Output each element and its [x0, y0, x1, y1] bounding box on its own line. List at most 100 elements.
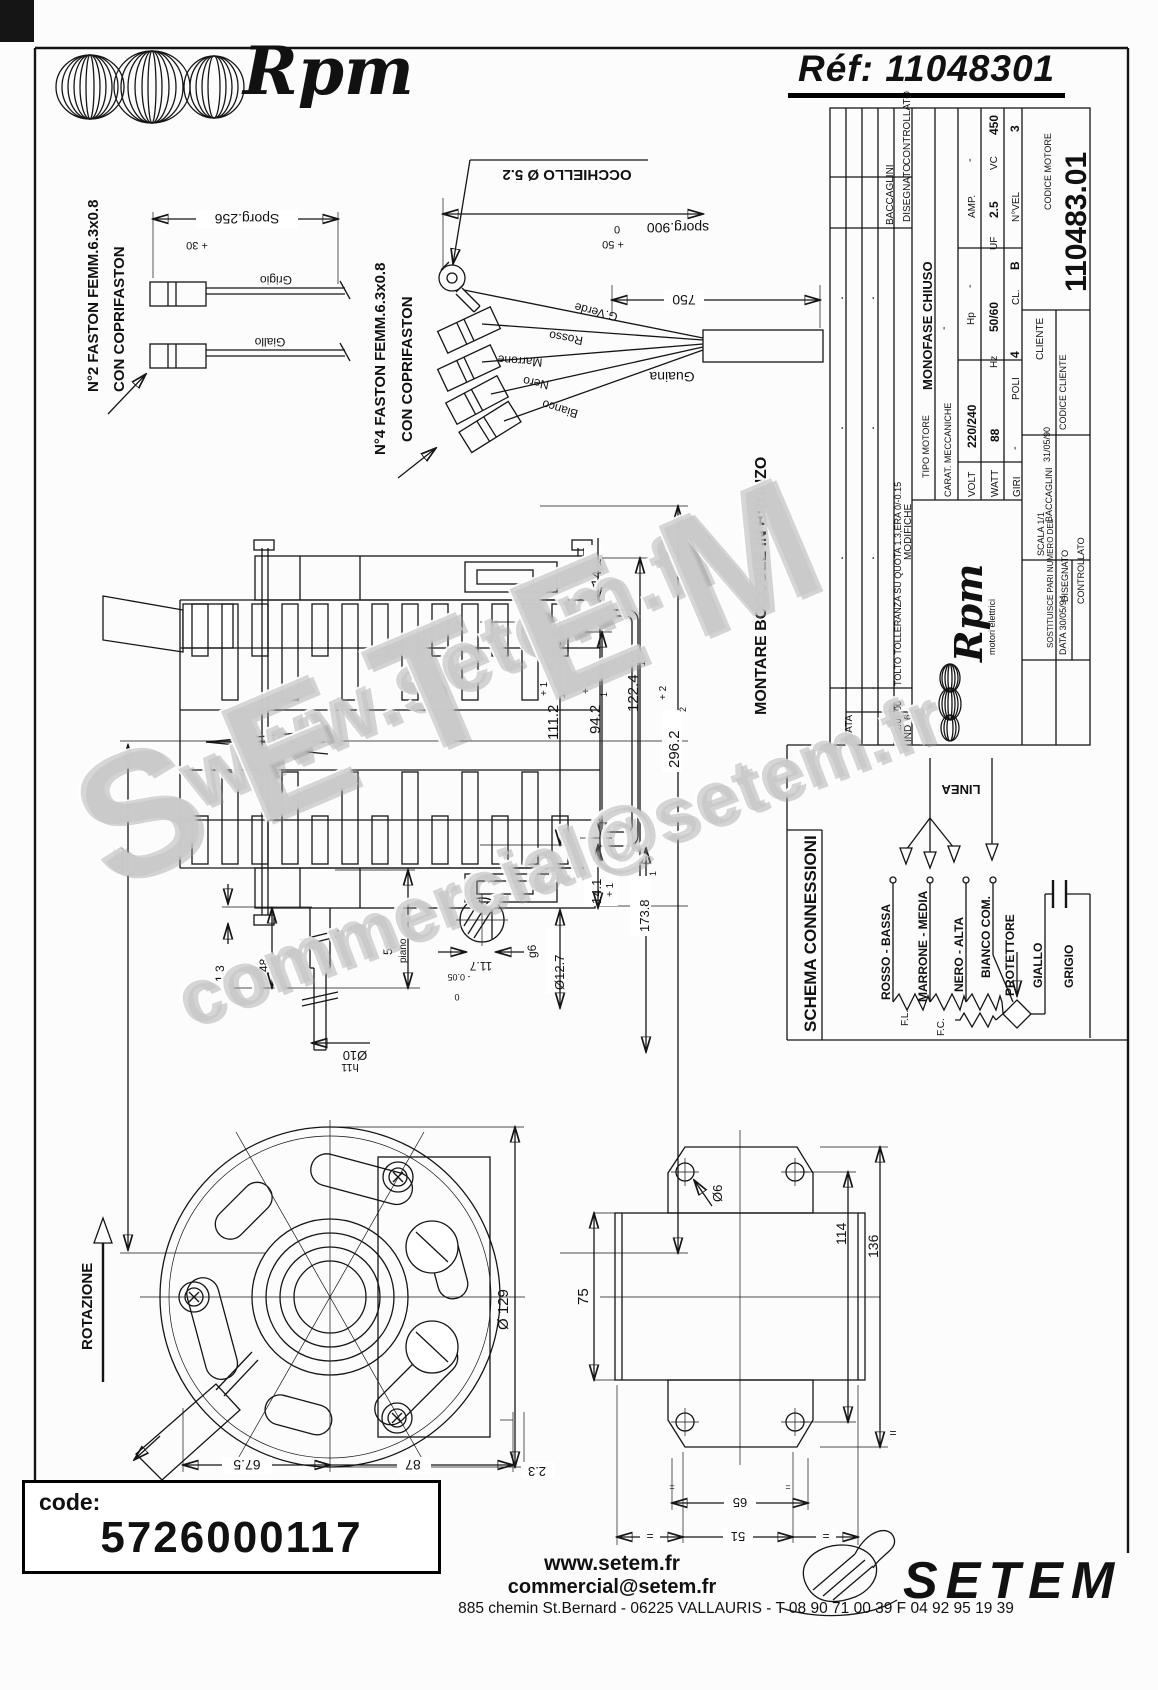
schema-title: SCHEMA CONNESSIONI	[801, 835, 820, 1032]
dim-label: =	[785, 1482, 790, 1492]
dim-label: 48	[257, 958, 271, 972]
detail-label: CON COPRIFASTON	[399, 296, 416, 442]
bracket-view: 75 Ø6 114 136 = = = 65 =	[575, 1130, 897, 1545]
detail-label: Guaina	[649, 369, 694, 385]
tb-cell: 21/07/00	[893, 701, 903, 736]
footer-address: 885 chemin St.Bernard - 06225 VALLAURIS …	[458, 1600, 1014, 1617]
schema-label: ROSSO - BASSA	[879, 904, 893, 1000]
motor-front-view: ROTAZIONE Ø 129 67.5 87 - 1 + 1 2.3	[79, 1120, 555, 1507]
dim-label: 235	[111, 847, 128, 872]
setem-logo-text: SETEM	[903, 1552, 1122, 1610]
dim-label: 94.2	[587, 705, 604, 734]
wire-label: Nero	[522, 374, 551, 393]
dim-label: sporg.900	[647, 220, 709, 236]
tb-cell: BACCAGLINI	[1044, 467, 1054, 522]
wire-label: Rosso	[548, 328, 584, 348]
dim-label: Ø12.7	[552, 955, 567, 990]
dim-tolerance: 0	[614, 223, 620, 235]
detail-label: CON COPRIFASTON	[111, 246, 128, 392]
tb-cell: 31/05/90	[1042, 427, 1052, 462]
tb-dot: .	[861, 556, 877, 560]
tb-label: AMP.	[967, 195, 978, 218]
tb-label: Hp	[966, 312, 977, 325]
sheet-frame	[0, 0, 1130, 1553]
tb-cell: IND	[903, 725, 914, 742]
schema-label: F.L.	[900, 1010, 911, 1026]
wire-label: Giallo	[254, 335, 285, 349]
tb-label: VOLT	[967, 472, 978, 497]
dim-tolerance: + 1	[619, 649, 630, 664]
tb-cell: DATA	[844, 714, 855, 740]
dim-label: 53	[381, 941, 395, 955]
dim-sup: 1	[599, 692, 609, 697]
schema-label: NERO - ALTA	[952, 917, 966, 992]
drawing-note: MONTARE BOCCOLE IN BRONZO	[753, 457, 770, 715]
tb-cell: 6	[903, 714, 914, 720]
tb-cell: CONTROLLATO	[1076, 537, 1086, 604]
tb-value: 4	[1008, 351, 1022, 358]
dim-sup: 1	[637, 661, 647, 666]
tb-cell: DISEGNATO	[902, 164, 913, 222]
tb-value: 220/240	[965, 404, 979, 448]
tb-label: CL.	[1011, 289, 1022, 305]
tb-value: 88	[988, 428, 1002, 442]
tb-cell: MODIFICHE	[903, 504, 914, 560]
tb-value: 50/60	[987, 302, 1001, 332]
connection-schema: SCHEMA CONNESSIONI LINEA ROSSO - BASSA M…	[786, 744, 1128, 1041]
tb-dot: .	[861, 296, 877, 300]
dim-label: 173.8	[637, 899, 652, 932]
rpm-coils-icon	[55, 50, 245, 124]
dim-sup: 1	[557, 693, 567, 698]
dim-tolerance: + 50	[602, 238, 624, 250]
dim-label: =	[889, 1426, 896, 1440]
tb-cell: SOSTITUISCE PARI NUMERO DEL	[1046, 518, 1055, 648]
tb-label: CODICE CLIENTE	[1058, 354, 1068, 430]
code-label: code:	[39, 1489, 101, 1515]
dim-label: 14.1	[589, 879, 604, 904]
tb-label: GIRI	[1012, 476, 1023, 497]
rotation-label: ROTAZIONE	[79, 1263, 96, 1350]
dim-label: 750	[672, 292, 696, 308]
dim-label: 14.1	[588, 559, 604, 586]
dim-label: g6	[525, 944, 539, 958]
tb-label: CODICE MOTORE	[1043, 133, 1053, 210]
wire-label: Marrone	[497, 352, 543, 369]
tb-dot: .	[830, 686, 846, 690]
through-bolt	[382, 1161, 414, 1193]
wire-label: Grigio	[260, 273, 292, 287]
tb-cell: TOLTO TOLLERANZA SU QUOTA 1.3,ERA 0/-0.1…	[893, 482, 903, 686]
tb-label: CLIENTE	[1035, 317, 1046, 360]
dim-label: Ø6	[710, 1185, 725, 1202]
code-box: code: 5726000117	[22, 1480, 441, 1574]
dim-label: 1.3	[213, 965, 227, 982]
dim-label: =	[646, 1529, 653, 1543]
schema-label: GRIGIO	[1062, 945, 1076, 988]
dim-label: 136	[865, 1234, 881, 1258]
tb-dot: .	[830, 556, 846, 560]
detail-label: N°2 FASTON FEMM.6.3x0.8	[85, 200, 102, 392]
dim-label: h11	[341, 1061, 359, 1073]
rpm-brand-logo: Rpm	[243, 32, 414, 110]
dim-label: piano	[398, 938, 409, 963]
setem-logo: SETEM	[780, 1529, 1122, 1617]
tb-dot: .	[830, 296, 846, 300]
tb-value: -	[1009, 446, 1021, 450]
tb-label: POLI	[1011, 377, 1022, 400]
dim-tolerance: + 2	[658, 685, 669, 700]
tb-label: UF	[989, 237, 1000, 250]
dim-label: =	[822, 1529, 829, 1543]
dim-sup: 2	[678, 707, 688, 712]
tb-label: CARAT. MECCANICHE	[943, 403, 953, 497]
tb-dot: .	[861, 426, 877, 430]
dim-tolerance: + 1	[581, 679, 592, 694]
dim-label: 11.7	[469, 959, 492, 973]
dim-tolerance: + 1	[605, 882, 616, 897]
dim-label: 65	[733, 1495, 747, 1510]
dim-label: 51	[731, 1529, 745, 1544]
tb-cell: BACCAGLINI	[885, 164, 896, 225]
dim-label: 122.4	[625, 674, 642, 712]
dim-label: Ø 129	[495, 1289, 512, 1330]
dim-tolerance: - 0.05	[447, 972, 470, 982]
